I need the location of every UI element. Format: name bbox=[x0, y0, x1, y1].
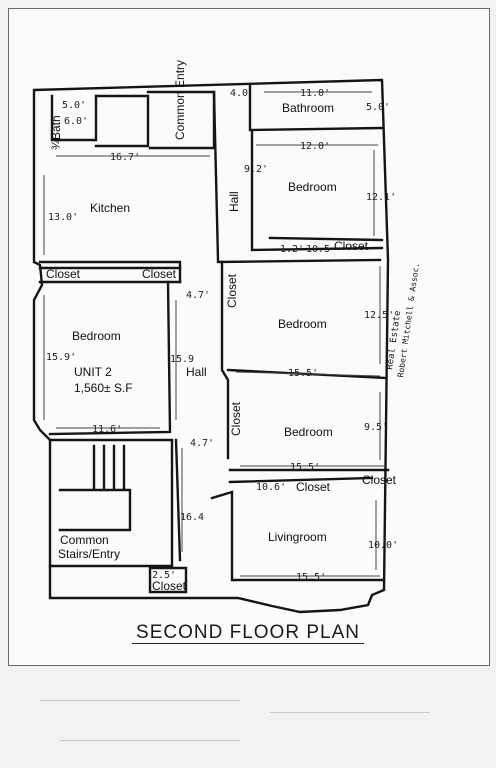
dim-closet-top-b: 10.5 bbox=[306, 244, 330, 255]
dim-hall-height: 15.9 bbox=[170, 354, 194, 365]
wall-hall-mid bbox=[220, 260, 230, 460]
wall-bathroom bbox=[248, 82, 384, 132]
dim-bedroom-lr-width: 15.5' bbox=[290, 462, 320, 473]
dim-closet-top-a: 1.2' bbox=[280, 244, 304, 255]
dim-bedroom-left-height: 15.9' bbox=[46, 352, 76, 363]
wall-stair-box bbox=[48, 438, 174, 568]
wall-living bbox=[210, 490, 386, 582]
plan-title-text: SECOND FLOOR PLAN bbox=[132, 622, 364, 644]
plan-title: SECOND FLOOR PLAN bbox=[0, 622, 496, 644]
wall-closet-row bbox=[228, 476, 374, 484]
room-label-hall-mid: Hall bbox=[186, 365, 207, 379]
room-label-stairs-entry: Stairs/Entry bbox=[58, 547, 120, 561]
room-label-bedroom-left: Bedroom bbox=[72, 329, 121, 343]
dim-bedroom-ur-height: 12.1' bbox=[366, 192, 396, 203]
wall-closet-top bbox=[268, 236, 384, 242]
dim-stair-height: 16.4 bbox=[180, 512, 204, 523]
room-label-closet-lower: Closet bbox=[296, 480, 331, 494]
dim-bedroom-mr-height: 12.5' bbox=[364, 310, 394, 321]
room-label-bedroom-mr: Bedroom bbox=[278, 317, 327, 331]
wall-bath bbox=[50, 94, 98, 142]
unit-name: UNIT 2 bbox=[74, 365, 112, 379]
wall-hall bbox=[212, 90, 220, 262]
dim-kitchen-width: 16.7' bbox=[110, 152, 140, 163]
room-label-bath: ¾Bath bbox=[49, 115, 63, 150]
room-label-closet-small: Closet bbox=[152, 579, 187, 593]
wall-bedroom-left bbox=[48, 280, 172, 436]
wall-hall-low bbox=[174, 438, 182, 562]
dim-bathroom-height: 5.0' bbox=[366, 102, 390, 113]
room-label-kitchen: Kitchen bbox=[90, 201, 130, 215]
room-label-closet-top: Closet bbox=[334, 239, 369, 253]
wall-stair-top bbox=[94, 94, 150, 148]
room-label-bedroom-lr: Bedroom bbox=[284, 425, 333, 439]
room-label-livingroom: Livingroom bbox=[268, 530, 327, 544]
room-label-closet-mid-1: Closet bbox=[225, 273, 239, 308]
dim-hall-top: 9.2' bbox=[244, 164, 268, 175]
dim-hall-width: 4.7' bbox=[186, 290, 210, 301]
room-label-common: Common bbox=[60, 533, 109, 547]
wall-stair-steps bbox=[58, 444, 132, 532]
room-label-closet-k1: Closet bbox=[46, 267, 81, 281]
wall-bedroom-ur bbox=[250, 130, 384, 252]
dim-kitchen-height: 13.0' bbox=[48, 212, 78, 223]
dim-stair-small: 2.5' bbox=[152, 570, 176, 581]
dim-bathroom-width: 11.0' bbox=[300, 88, 330, 99]
faint-rule-1 bbox=[40, 700, 240, 701]
room-label-bedroom-ur: Bedroom bbox=[288, 180, 337, 194]
dim-small-a: 4.0 bbox=[230, 88, 248, 99]
room-label-common-entry: Common Entry bbox=[173, 60, 187, 140]
wall-closet-k bbox=[38, 266, 182, 284]
dim-bedroom-left-width: 11.6' bbox=[92, 424, 122, 435]
dim-living-height: 10.0' bbox=[368, 540, 398, 551]
wall-mid-1 bbox=[216, 258, 382, 264]
room-label-bathroom: Bathroom bbox=[282, 101, 334, 115]
dim-bedroom-ur-width: 12.0' bbox=[300, 141, 330, 152]
dim-bedroom-lr-height: 9.5' bbox=[364, 422, 388, 433]
room-label-closet-k2: Closet bbox=[142, 267, 177, 281]
wall-small-closet bbox=[148, 566, 188, 594]
dim-bath-height: 6.0' bbox=[64, 116, 88, 127]
room-label-hall-top: Hall bbox=[227, 191, 241, 212]
dim-hall-width-2: 4.7' bbox=[190, 438, 214, 449]
wall-kitchen-bottom bbox=[38, 260, 182, 284]
room-label-closet-mid-2: Closet bbox=[229, 401, 243, 436]
dim-closet-lower-width: 10.6' bbox=[256, 482, 286, 493]
room-label-closet-corner: Closet bbox=[362, 473, 397, 487]
faint-rule-3 bbox=[60, 740, 240, 741]
dim-bath-width: 5.0' bbox=[62, 100, 86, 111]
faint-rule-2 bbox=[270, 712, 430, 713]
outer-wall bbox=[32, 78, 390, 614]
dim-bedroom-mr-width: 15.5' bbox=[288, 368, 318, 379]
unit-area: 1,560± S.F bbox=[74, 381, 133, 395]
dim-living-width: 15.5' bbox=[296, 572, 326, 583]
